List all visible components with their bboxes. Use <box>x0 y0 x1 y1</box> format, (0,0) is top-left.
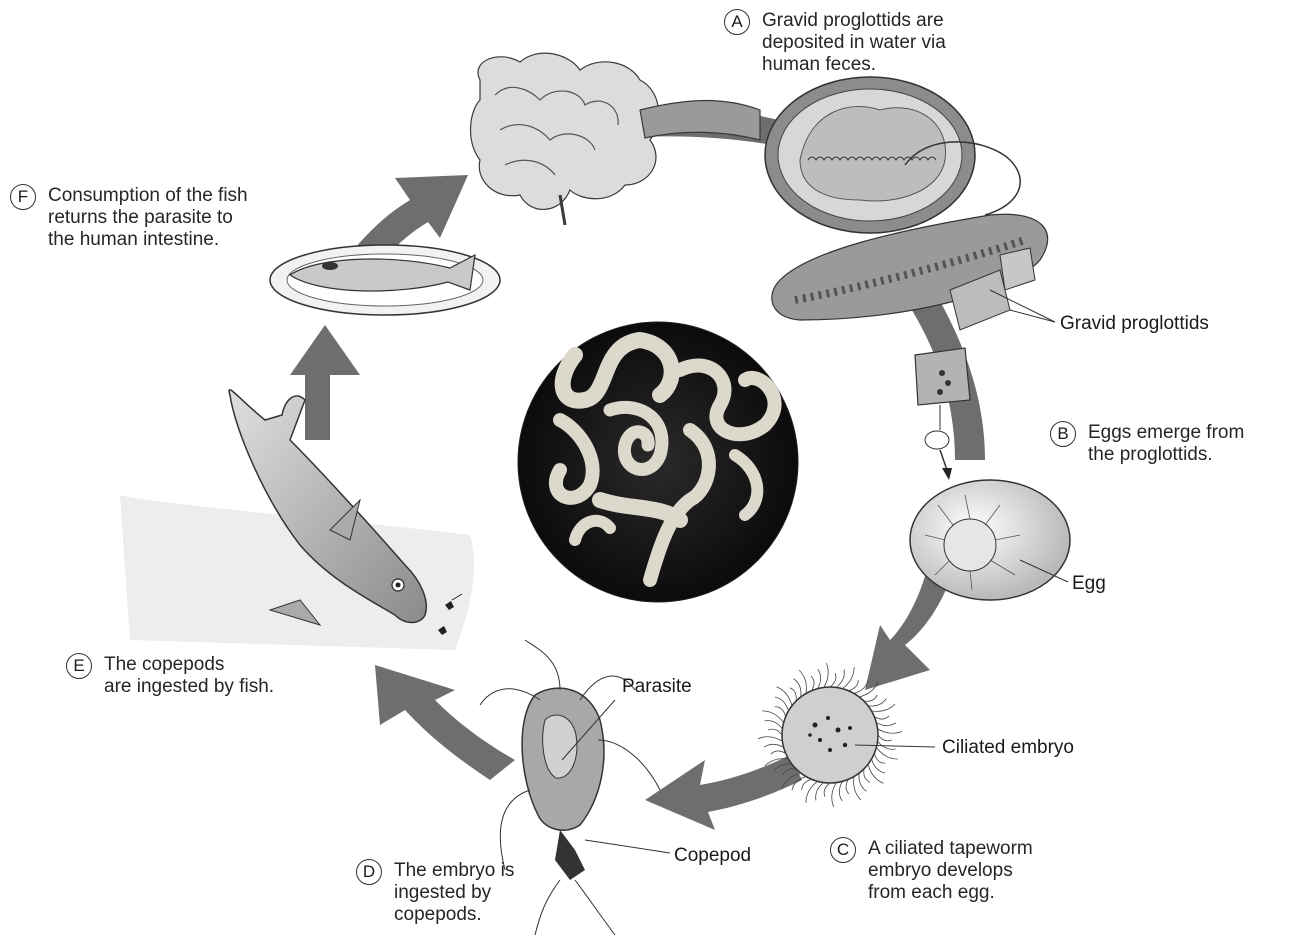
step-e: E The copepods are ingested by fish. <box>66 654 274 698</box>
label-egg: Egg <box>1072 573 1106 595</box>
tapeworm-inset <box>765 77 1048 330</box>
step-d-letter: D <box>356 859 382 885</box>
step-e-text: The copepods are ingested by fish. <box>104 654 274 698</box>
step-e-letter: E <box>66 653 92 679</box>
arrow-fish-to-plate <box>290 325 360 440</box>
label-gravid-proglottids: Gravid proglottids <box>1060 313 1209 335</box>
label-ciliated-embryo: Ciliated embryo <box>942 737 1074 759</box>
step-f: F Consumption of the fish returns the pa… <box>10 185 248 251</box>
step-a-text: Gravid proglottids are deposited in wate… <box>762 10 946 76</box>
step-c-text: A ciliated tapeworm embryo develops from… <box>868 838 1033 904</box>
step-b-text: Eggs emerge from the proglottids. <box>1088 422 1244 466</box>
step-b: B Eggs emerge from the proglottids. <box>1050 422 1244 466</box>
label-parasite: Parasite <box>622 676 692 698</box>
fish-on-plate-illustration <box>270 245 500 315</box>
label-copepod: Copepod <box>674 845 751 867</box>
step-a-letter: A <box>724 9 750 35</box>
step-d-text: The embryo is ingested by copepods. <box>394 860 514 926</box>
step-b-letter: B <box>1050 421 1076 447</box>
step-a: A Gravid proglottids are deposited in wa… <box>724 10 946 76</box>
step-c: C A ciliated tapeworm embryo develops fr… <box>830 838 1033 904</box>
step-f-text: Consumption of the fish returns the para… <box>48 185 248 251</box>
step-d: D The embryo is ingested by copepods. <box>356 860 514 926</box>
step-f-letter: F <box>10 184 36 210</box>
tapeworm-photograph <box>518 322 798 602</box>
arrow-embryo-to-copepod <box>645 755 802 830</box>
step-c-letter: C <box>830 837 856 863</box>
fish-illustration <box>120 390 474 650</box>
intestine-illustration <box>471 53 760 225</box>
arrow-copepod-to-fish <box>375 665 515 780</box>
egg-illustration <box>910 480 1070 600</box>
